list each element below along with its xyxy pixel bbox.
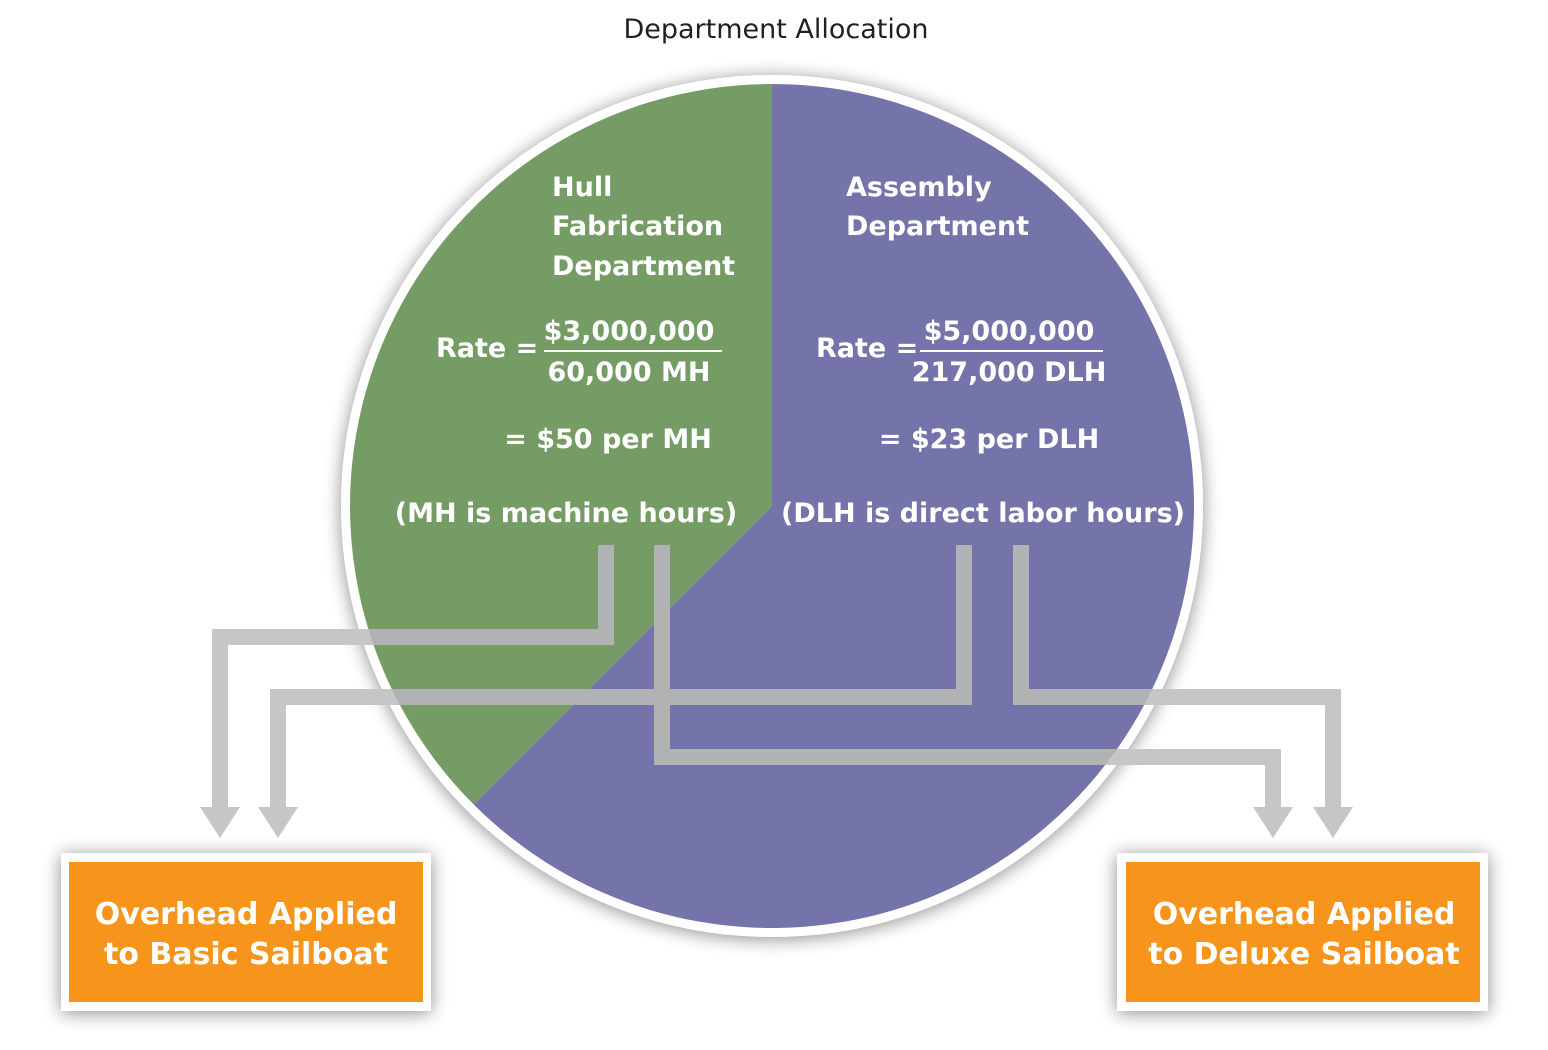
hull-rate-label: Rate =: [436, 333, 538, 364]
flow-arrows: [200, 545, 1353, 838]
assembly-name-line-2: Department: [846, 211, 1029, 242]
deluxe-box-line-2: to Deluxe Sailboat: [1148, 937, 1460, 972]
hull-rate-result: = $50 per MH: [504, 424, 712, 455]
hull-rate-note: (MH is machine hours): [395, 498, 737, 529]
diagram-title: Department Allocation: [623, 14, 928, 45]
assembly-rate-label: Rate =: [816, 333, 918, 364]
assembly-rate-result: = $23 per DLH: [879, 424, 1099, 455]
assembly-rate-formula: Rate = $5,000,000 217,000 DLH = $23 per …: [781, 316, 1185, 529]
basic-box-fill: [69, 862, 423, 1002]
hull-rate-denominator: 60,000 MH: [547, 357, 710, 388]
arrowhead-assembly-to-basic: [258, 807, 298, 838]
assembly-rate-numerator: $5,000,000: [924, 316, 1095, 347]
basic-box-line-2: to Basic Sailboat: [104, 937, 388, 972]
deluxe-sailboat-box: [1117, 853, 1488, 1011]
arrowhead-assembly-to-deluxe: [1313, 807, 1353, 838]
deluxe-box-fill: [1126, 862, 1480, 1002]
basic-box-line-1: Overhead Applied: [95, 897, 398, 932]
hull-department-label: Hull Fabrication Department: [552, 172, 735, 282]
assembly-rate-denominator: 217,000 DLH: [912, 357, 1107, 388]
basic-sailboat-box: [61, 853, 431, 1011]
assembly-name-line-1: Assembly: [846, 172, 992, 203]
assembly-department-label: Assembly Department: [846, 172, 1029, 242]
hull-name-line-2: Fabrication: [552, 211, 723, 242]
pie-slice-assembly: [473, 84, 1195, 928]
hull-rate-formula: Rate = $3,000,000 60,000 MH = $50 per MH…: [395, 316, 737, 529]
arrow-hull-to-deluxe: [654, 545, 1281, 808]
arrowhead-hull-to-deluxe: [1253, 807, 1293, 838]
hull-name-line-3: Department: [552, 251, 735, 282]
arrow-overlay-hull-to-deluxe: [654, 545, 1194, 808]
deluxe-box-line-1: Overhead Applied: [1153, 897, 1456, 932]
assembly-rate-note: (DLH is direct labor hours): [781, 498, 1185, 529]
flow-arrows-on-pie: [350, 545, 1194, 808]
hull-name-line-1: Hull: [552, 172, 612, 203]
arrowhead-hull-to-basic: [200, 807, 240, 838]
hull-rate-numerator: $3,000,000: [544, 316, 715, 347]
pie-slice-hull: [350, 84, 772, 805]
department-pie: [350, 84, 1195, 928]
